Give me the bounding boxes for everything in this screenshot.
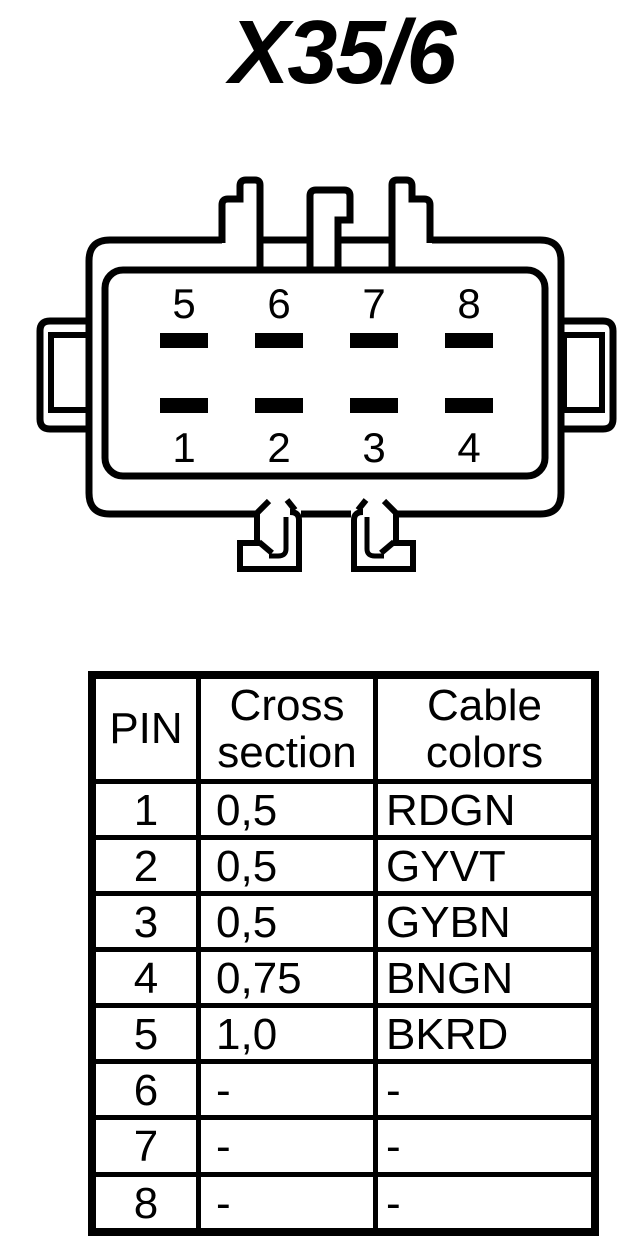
- header-pin: PIN: [89, 672, 201, 784]
- cell-cable-color: GYVT: [373, 835, 598, 897]
- table-header-row: PIN Cross section Cable colors: [89, 672, 598, 784]
- pin-label-8: 8: [457, 280, 480, 327]
- cell-cable-color: BNGN: [373, 947, 598, 1009]
- connector-housing: [85, 236, 565, 518]
- table-row: 6 - -: [89, 1059, 598, 1121]
- cell-pin: 3: [89, 891, 201, 953]
- pin-label-3: 3: [362, 424, 385, 471]
- cell-pin: 8: [89, 1171, 201, 1235]
- table-row: 7 - -: [89, 1115, 598, 1177]
- cell-cross-section: 0,5: [196, 891, 378, 953]
- cell-pin: 7: [89, 1115, 201, 1177]
- cell-cable-color: -: [373, 1115, 598, 1177]
- pin-label-4: 4: [457, 424, 480, 471]
- cell-cable-color: -: [373, 1171, 598, 1235]
- cell-cross-section: 0,75: [196, 947, 378, 1009]
- right-latch: [559, 317, 617, 433]
- cell-cross-section: 1,0: [196, 1003, 378, 1065]
- pin-contact-5: [160, 333, 208, 348]
- page-title: X35/6: [229, 3, 456, 103]
- cell-cable-color: BKRD: [373, 1003, 598, 1065]
- cell-pin: 2: [89, 835, 201, 897]
- table-row: 5 1,0 BKRD: [89, 1003, 598, 1065]
- table-row: 8 - -: [89, 1171, 598, 1235]
- pin-table-header: PIN Cross section Cable colors: [89, 672, 598, 784]
- header-cross-section: Cross section: [196, 672, 378, 784]
- top-tab-middle: [306, 186, 354, 272]
- cell-cross-section: 0,5: [196, 778, 378, 841]
- bottom-clip-right: [351, 498, 416, 572]
- table-row: 2 0,5 GYVT: [89, 835, 598, 897]
- cell-pin: 5: [89, 1003, 201, 1065]
- top-tab-right: [388, 176, 434, 272]
- cell-pin: 4: [89, 947, 201, 1009]
- pin-contact-4: [445, 398, 493, 413]
- cell-pin: 1: [89, 778, 201, 841]
- pin-contact-8: [445, 333, 493, 348]
- connector-inner-face: [101, 266, 549, 480]
- pin-label-7: 7: [362, 280, 385, 327]
- cell-cross-section: 0,5: [196, 835, 378, 897]
- cell-cross-section: -: [196, 1115, 378, 1177]
- connector-diagram: 5 6 7 8 1 2 3 4: [36, 176, 617, 572]
- pin-contact-6: [255, 333, 303, 348]
- cell-pin: 6: [89, 1059, 201, 1121]
- pin-contact-1: [160, 398, 208, 413]
- pin-table: PIN Cross section Cable colors 1 0,5 RDG…: [88, 671, 599, 1236]
- cell-cross-section: -: [196, 1171, 378, 1235]
- cell-cable-color: RDGN: [373, 778, 598, 841]
- pin-label-2: 2: [267, 424, 290, 471]
- right-latch-window: [561, 332, 605, 413]
- connector-pinout-page: { "title": "X35/6", "connector": { "pin_…: [36, 3, 617, 1236]
- header-cable-colors: Cable colors: [373, 672, 598, 784]
- bottom-clip-left: [237, 498, 302, 572]
- top-tab-left: [218, 176, 264, 272]
- left-latch-window: [48, 332, 92, 413]
- pin-contact-3: [350, 398, 398, 413]
- table-row: 3 0,5 GYBN: [89, 891, 598, 953]
- pin-contact-2: [255, 398, 303, 413]
- table-row: 1 0,5 RDGN: [89, 778, 598, 841]
- cell-cable-color: GYBN: [373, 891, 598, 953]
- cell-cable-color: -: [373, 1059, 598, 1121]
- pin-label-6: 6: [267, 280, 290, 327]
- cell-cross-section: -: [196, 1059, 378, 1121]
- pin-label-1: 1: [172, 424, 195, 471]
- pin-label-5: 5: [172, 280, 195, 327]
- table-row: 4 0,75 BNGN: [89, 947, 598, 1009]
- left-latch: [36, 317, 92, 433]
- pin-contact-7: [350, 333, 398, 348]
